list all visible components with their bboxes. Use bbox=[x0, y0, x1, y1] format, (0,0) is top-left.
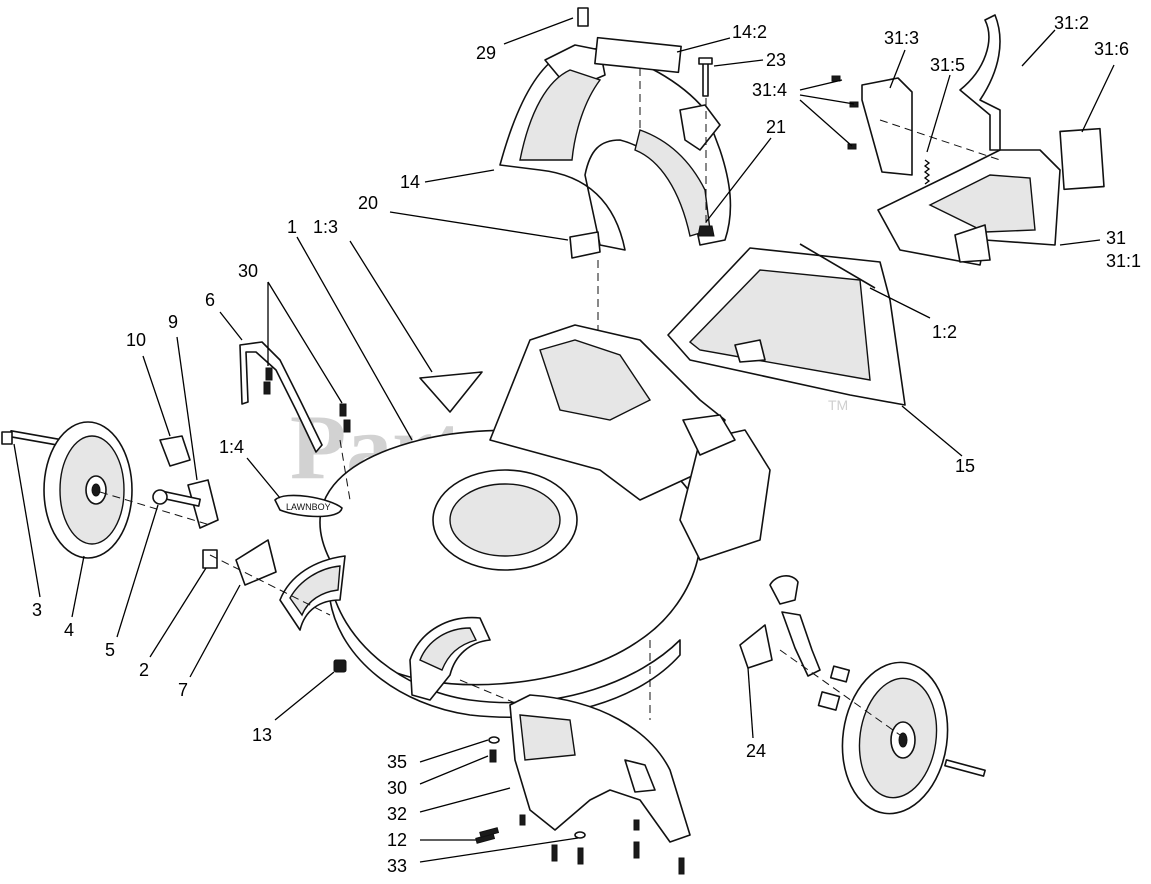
callout-35: 35 bbox=[387, 752, 407, 772]
part-29-label[interactable] bbox=[577, 7, 589, 27]
part-31-4-screws[interactable] bbox=[831, 75, 859, 150]
part-33-bolts[interactable] bbox=[519, 814, 685, 875]
logo-decal-text: LAWNBOY bbox=[286, 502, 331, 512]
callout-31-5: 31:5 bbox=[930, 55, 965, 75]
part-14-rear-cover[interactable] bbox=[499, 44, 732, 251]
part-31-6-decal[interactable] bbox=[1059, 127, 1105, 191]
part-4-front-wheel[interactable] bbox=[43, 421, 133, 559]
callout-30-top: 30 bbox=[238, 261, 258, 281]
part-13-nut[interactable] bbox=[333, 659, 347, 673]
callout-29: 29 bbox=[476, 43, 496, 63]
part-9-lever[interactable] bbox=[187, 479, 219, 529]
part-12-bolts[interactable] bbox=[475, 827, 500, 844]
callout-9: 9 bbox=[168, 312, 178, 332]
watermark-trademark: TM bbox=[828, 397, 848, 413]
part-31-3-door-bracket[interactable] bbox=[861, 77, 913, 176]
part-30-bolts-top[interactable] bbox=[263, 367, 351, 433]
callout-24: 24 bbox=[746, 741, 766, 761]
part-1-3-decal[interactable] bbox=[419, 371, 483, 413]
callout-21: 21 bbox=[766, 117, 786, 137]
part-30-screw-lower[interactable] bbox=[489, 749, 497, 763]
part-10-cap[interactable] bbox=[159, 435, 191, 467]
callout-31-4: 31:4 bbox=[752, 80, 787, 100]
rear-height-adjuster[interactable] bbox=[409, 616, 491, 701]
part-1-deck[interactable] bbox=[319, 324, 771, 718]
callout-7: 7 bbox=[178, 680, 188, 700]
callout-12: 12 bbox=[387, 830, 407, 850]
callout-14: 14 bbox=[400, 172, 420, 192]
callout-1-4: 1:4 bbox=[219, 437, 244, 457]
callout-31-6: 31:6 bbox=[1094, 39, 1129, 59]
callout-15: 15 bbox=[955, 456, 975, 476]
callout-31: 31 bbox=[1106, 228, 1126, 248]
callout-5: 5 bbox=[105, 640, 115, 660]
callout-1: 1 bbox=[287, 217, 297, 237]
part-5-shoulder-bolt[interactable] bbox=[152, 489, 201, 507]
part-31-5-spring[interactable] bbox=[923, 159, 931, 185]
part-7-bracket[interactable] bbox=[235, 539, 277, 586]
callout-labels: 29 14:2 23 21 14 31:3 31:2 31:6 31:4 31:… bbox=[32, 13, 1141, 876]
leader-lines bbox=[13, 17, 1115, 863]
part-35-washer[interactable] bbox=[488, 736, 500, 744]
part-6-handle-wire[interactable] bbox=[239, 341, 323, 453]
part-15-discharge-chute[interactable] bbox=[667, 247, 906, 406]
callout-32: 32 bbox=[387, 804, 407, 824]
callout-3: 3 bbox=[32, 600, 42, 620]
part-21-nut[interactable] bbox=[697, 225, 715, 237]
front-height-adjuster[interactable] bbox=[279, 555, 346, 631]
callout-14-2: 14:2 bbox=[732, 22, 767, 42]
part-20-bumper[interactable] bbox=[569, 231, 601, 259]
callout-1-3: 1:3 bbox=[313, 217, 338, 237]
callout-31-3: 31:3 bbox=[884, 28, 919, 48]
callout-10: 10 bbox=[126, 330, 146, 350]
part-1-4-logo-decal[interactable]: LAWNBOY bbox=[274, 494, 343, 518]
callout-13: 13 bbox=[252, 725, 272, 745]
part-14-2-decal[interactable] bbox=[594, 36, 682, 74]
callout-6: 6 bbox=[205, 290, 215, 310]
callout-30-lower: 30 bbox=[387, 778, 407, 798]
part-2-spacer[interactable] bbox=[202, 549, 218, 569]
callout-31-1: 31:1 bbox=[1106, 251, 1141, 271]
callout-4: 4 bbox=[64, 620, 74, 640]
callout-23: 23 bbox=[766, 50, 786, 70]
callout-1-2: 1:2 bbox=[932, 322, 957, 342]
callout-20: 20 bbox=[358, 193, 378, 213]
callout-31-2: 31:2 bbox=[1054, 13, 1089, 33]
part-31-rear-door[interactable] bbox=[877, 14, 1061, 266]
callout-2: 2 bbox=[139, 660, 149, 680]
callout-33: 33 bbox=[387, 856, 407, 876]
part-23-bolt[interactable] bbox=[698, 57, 713, 97]
part-1-2-decal[interactable] bbox=[799, 243, 876, 289]
part-32-baffle[interactable] bbox=[509, 694, 691, 843]
part-24-rear-wheel-assembly[interactable] bbox=[739, 575, 986, 821]
